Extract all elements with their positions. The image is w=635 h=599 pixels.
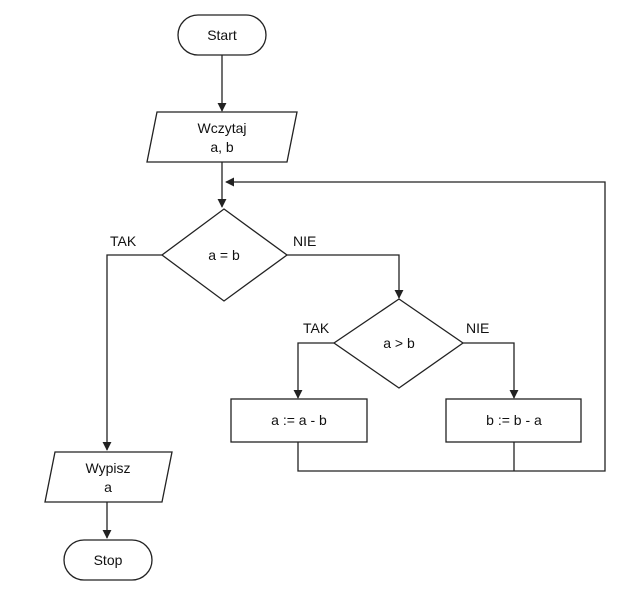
connectors	[102, 55, 606, 539]
decision-equal: a = b	[160, 208, 289, 302]
connector-equal-no	[287, 254, 404, 299]
edge-label-greater-no: NIE	[466, 320, 489, 336]
assign-b-label: b := b - a	[486, 412, 542, 428]
process-assign-a: a := a - b	[230, 398, 368, 443]
edge-label-greater-yes: TAK	[303, 320, 330, 336]
process-assign-b: b := b - a	[445, 398, 582, 443]
connector-loop-back	[225, 177, 606, 472]
start-label: Start	[207, 27, 237, 43]
input-block: Wczytaj a, b	[146, 111, 298, 163]
connector-greater-no	[463, 342, 519, 399]
connector-greater-yes	[293, 342, 334, 399]
output-label-line2: a	[104, 479, 112, 495]
output-block: Wypisz a	[44, 451, 173, 503]
decision-equal-label: a = b	[208, 247, 240, 263]
edge-label-equal-yes: TAK	[110, 233, 137, 249]
stop-label: Stop	[94, 552, 123, 568]
decision-greater-label: a > b	[383, 335, 415, 351]
edge-label-equal-no: NIE	[293, 233, 316, 249]
input-label-line2: a, b	[210, 139, 234, 155]
stop-terminator: Stop	[63, 539, 153, 581]
assign-a-label: a := a - b	[271, 412, 327, 428]
start-terminator: Start	[177, 14, 267, 56]
decision-greater: a > b	[332, 298, 465, 389]
input-label-line1: Wczytaj	[198, 120, 247, 136]
connector-equal-yes	[102, 254, 162, 451]
output-label-line1: Wypisz	[86, 460, 131, 476]
